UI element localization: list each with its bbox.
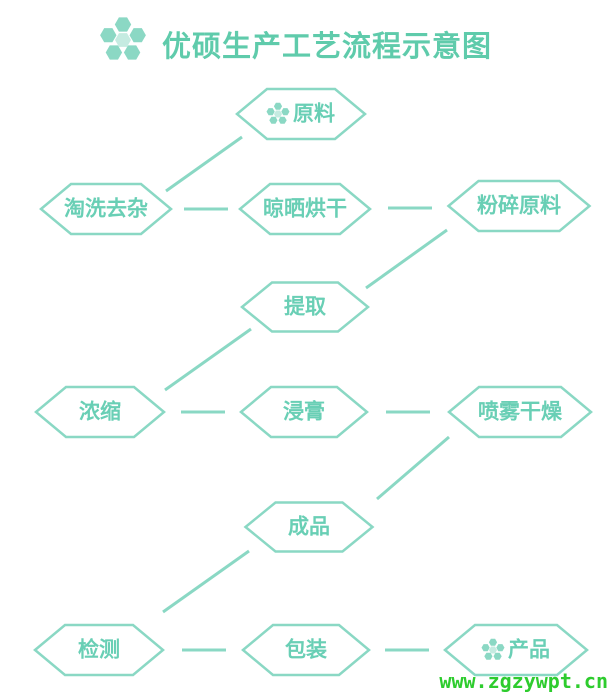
node-tiqu: 提取 — [240, 281, 370, 333]
hexagon-shape — [33, 623, 165, 677]
node-yuanliao: 原料 — [235, 87, 367, 141]
node-label-taoxiquza: 淘洗去杂 — [64, 197, 148, 221]
node-label-jiance: 检测 — [78, 638, 120, 662]
node-label-chanpin: 产品 — [508, 638, 550, 662]
node-label-yuanliao: 原料 — [293, 103, 335, 126]
node-label-chengpin: 成品 — [288, 515, 330, 539]
hexagon-flower-logo — [100, 17, 146, 60]
hexagon-shape — [243, 501, 375, 553]
watermark-text: www.zgzywpt.cn — [439, 669, 608, 693]
hexagon-flower-icon — [266, 102, 290, 124]
node-fensuiyuanliao: 粉碎原料 — [446, 179, 592, 233]
header: 优硕生产工艺流程示意图 — [0, 0, 609, 70]
page-title: 优硕生产工艺流程示意图 — [162, 31, 493, 63]
hexagon-shape — [239, 385, 369, 439]
node-nongsuo: 浓缩 — [34, 385, 166, 439]
node-label-penwuganzao: 喷雾干燥 — [478, 401, 563, 424]
node-taoxiquza: 淘洗去杂 — [39, 182, 173, 236]
connector-fensuiyuanliao-tiqu — [365, 228, 448, 290]
hexagon-shape — [240, 281, 370, 333]
node-label-nongsuo: 浓缩 — [79, 400, 121, 424]
node-label-liangshaihonggan: 晾晒烘干 — [263, 197, 347, 221]
hexagon-flower-icon — [481, 638, 505, 660]
connector-yuanliao-taoxiquza — [165, 135, 243, 193]
node-penwuganzao: 喷雾干燥 — [447, 385, 593, 439]
node-label-fensuiyuanliao: 粉碎原料 — [477, 194, 561, 218]
hexagon-shape — [241, 623, 371, 677]
connector-penwuganzao-chengpin — [376, 435, 450, 501]
node-liangshaihonggan: 晾晒烘干 — [238, 182, 372, 236]
hexagon-shape — [443, 623, 589, 677]
connector-chengpin-jiance — [162, 549, 250, 614]
node-chengpin: 成品 — [243, 501, 375, 553]
connector-tiqu-nongsuo — [164, 327, 252, 392]
hexagon-shape — [39, 182, 173, 236]
node-label-jingao: 浸膏 — [283, 400, 325, 424]
hexagon-shape — [446, 179, 592, 233]
hexagon-shape — [447, 385, 593, 439]
node-label-tiqu: 提取 — [284, 295, 326, 319]
node-jingao: 浸膏 — [239, 385, 369, 439]
hexagon-shape — [238, 182, 372, 236]
node-baozhuang: 包装 — [241, 623, 371, 677]
hexagon-shape — [235, 87, 367, 141]
node-chanpin: 产品 — [443, 623, 589, 677]
node-label-baozhuang: 包装 — [285, 638, 327, 662]
hexagon-shape — [34, 385, 166, 439]
node-jiance: 检测 — [33, 623, 165, 677]
